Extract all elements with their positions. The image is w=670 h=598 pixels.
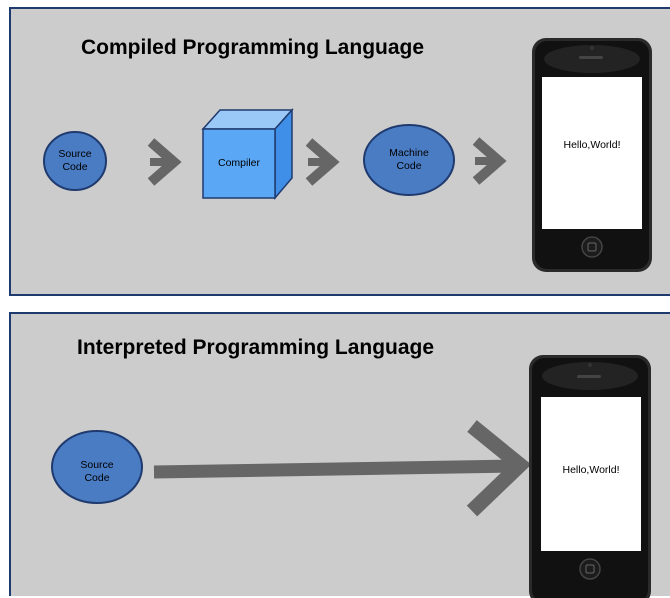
interpreted-title: Interpreted Programming Language bbox=[77, 336, 435, 359]
phone-camera-icon bbox=[588, 363, 592, 367]
arrow-source-to-compiler-icon bbox=[147, 138, 182, 186]
interpreted-source-code-label: Source Code bbox=[72, 459, 122, 485]
source-code-label: Source Code bbox=[55, 148, 95, 174]
phone-home-button-icon bbox=[581, 236, 603, 258]
smartphone-icon bbox=[532, 38, 652, 272]
source-code-node bbox=[43, 131, 107, 191]
arrow-compiler-to-machine-icon bbox=[305, 138, 340, 186]
arrow-source-to-phone-head-icon bbox=[466, 420, 532, 517]
phone-speaker-icon bbox=[577, 375, 601, 378]
machine-code-label: Machine Code bbox=[379, 147, 439, 173]
compiled-title: Compiled Programming Language bbox=[81, 36, 425, 59]
arrow-machine-to-phone-icon bbox=[472, 137, 507, 185]
interpreted-diagram-svg bbox=[51, 355, 651, 598]
compiler-label: Compiler bbox=[217, 157, 260, 169]
source-code-label-line1: Source bbox=[58, 148, 92, 160]
interpreted-screen-text: Hello,World! bbox=[562, 464, 620, 476]
compiled-screen-text: Hello,World! bbox=[563, 139, 621, 151]
compiler-cube-icon bbox=[201, 108, 294, 201]
interpreted-source-code-label-line2: Code bbox=[84, 472, 110, 484]
machine-code-label-line1: Machine bbox=[389, 147, 429, 159]
interpreted-language-panel: Interpreted Programming Language Source … bbox=[9, 312, 670, 598]
phone-screen bbox=[541, 397, 641, 551]
smartphone-icon bbox=[529, 355, 651, 598]
phone-home-button-icon bbox=[579, 558, 601, 580]
machine-code-node bbox=[363, 124, 455, 196]
phone-screen bbox=[542, 77, 642, 229]
interpreted-source-code-label-line1: Source bbox=[80, 459, 114, 471]
source-code-label-line2: Code bbox=[62, 161, 88, 173]
interpreted-source-code-node bbox=[51, 430, 143, 504]
machine-code-label-line2: Code bbox=[396, 160, 422, 172]
phone-speaker-icon bbox=[579, 56, 603, 59]
arrow-source-to-phone-icon bbox=[153, 459, 517, 479]
compiled-diagram-svg bbox=[43, 38, 652, 272]
phone-camera-icon bbox=[590, 46, 594, 50]
compiled-language-panel: Compiled Programming Language bbox=[9, 7, 670, 296]
